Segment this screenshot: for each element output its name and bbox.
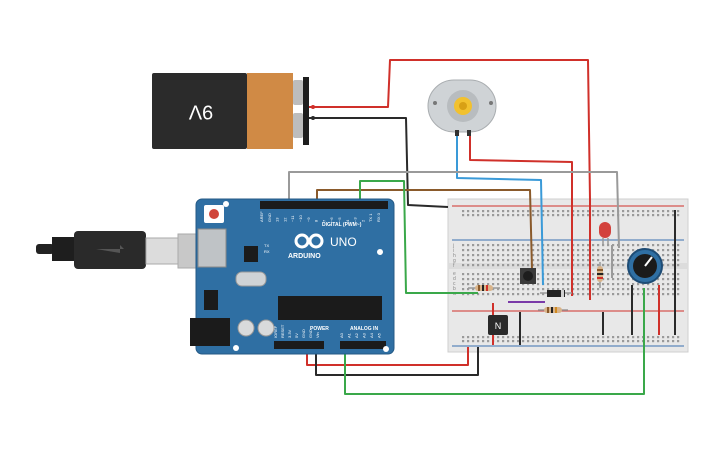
arduino-model: UNO — [330, 235, 357, 249]
digital-header — [260, 201, 388, 209]
reset-button-icon — [209, 209, 219, 219]
wire-pin2-green — [359, 180, 478, 294]
pin-label: ~9 — [306, 217, 311, 222]
rx-label: RX — [264, 249, 270, 254]
battery-9v: 9V — [152, 73, 315, 149]
pin-label: 5V — [294, 333, 299, 338]
pin-label: 7 — [321, 219, 326, 222]
resistor-1 — [468, 285, 500, 291]
row-letter: j — [452, 243, 454, 249]
atmega-chip — [278, 296, 382, 320]
pin-label: 12 — [282, 217, 287, 222]
wire-motor-red — [469, 133, 573, 296]
pin-label: A4 — [369, 332, 374, 338]
arduino-logo-icon — [294, 233, 324, 249]
pin-label: A5 — [377, 332, 382, 338]
pin-label: ~3 — [353, 217, 358, 222]
potentiometer-knob-icon — [644, 256, 653, 267]
arduino-uno: ARDUINO UNO DIGITAL (PWM~) POWER ANALOG … — [190, 198, 395, 355]
row-letter: c — [453, 281, 456, 287]
transistor: N — [488, 315, 508, 335]
tx-label: TX — [264, 243, 269, 248]
pin-label: 2 — [360, 219, 365, 222]
row-letter: i — [453, 248, 454, 254]
pin-label: Vin — [315, 332, 320, 338]
resistor-2 — [538, 307, 568, 313]
pin-label: ~11 — [290, 215, 295, 222]
power-header — [274, 341, 324, 349]
arduino-logo-text: ARDUINO — [288, 253, 321, 260]
usb-cable — [36, 231, 203, 269]
row-letter: g — [453, 258, 456, 264]
row-letter: b — [453, 286, 456, 292]
pin-label: GND — [301, 329, 306, 338]
analog-label: ANALOG IN — [350, 326, 378, 332]
power-label: POWER — [310, 326, 329, 332]
wire-battery-negative — [306, 117, 449, 208]
digital-label: DIGITAL (PWM~) — [322, 222, 362, 228]
pin-label: A0 — [339, 332, 344, 338]
row-letter: f — [453, 263, 455, 269]
pin-label: TX 1 — [368, 213, 373, 222]
pin-label: 4 — [345, 219, 350, 222]
pin-label: A3 — [362, 332, 367, 338]
pin-label: 3.3V — [287, 329, 292, 338]
pin-label: ~5 — [337, 217, 342, 222]
row-letter: e — [453, 271, 456, 277]
led-red — [599, 222, 611, 246]
pin-label: 8 — [314, 219, 319, 222]
pin-label: GND — [267, 213, 272, 222]
usb-symbol-icon — [96, 245, 124, 253]
pin-label: RX 0 — [376, 212, 381, 222]
row-letter: h — [453, 253, 456, 259]
battery-voltage-label: 9V — [188, 101, 213, 123]
diode — [540, 290, 572, 297]
wire-battery-positive — [306, 59, 591, 300]
resistor-3 — [597, 262, 603, 288]
wire-5v-red — [306, 347, 469, 366]
pin-label: ~6 — [329, 217, 334, 222]
pin-label: GND — [308, 329, 313, 338]
pin-label: A2 — [354, 332, 359, 338]
dc-motor — [427, 79, 497, 136]
pin-label: AREF — [259, 211, 264, 222]
pin-label: ~10 — [298, 214, 303, 222]
wire-pin13-gray — [288, 171, 620, 249]
wire-gnd-black — [315, 347, 479, 376]
wire-pin8-brown — [316, 189, 533, 271]
wires — [288, 59, 676, 395]
pin-label: 13 — [275, 217, 280, 222]
push-button — [520, 268, 536, 284]
row-letter: d — [453, 276, 456, 282]
pin-label: IOREF — [273, 325, 278, 338]
wire-motor-blue — [456, 133, 544, 286]
pin-label: RESET — [280, 324, 285, 338]
potentiometer — [627, 248, 663, 284]
pin-label: A1 — [347, 332, 352, 338]
wire-a0-green — [344, 288, 645, 395]
transistor-label: N — [495, 321, 502, 331]
analog-header — [340, 341, 386, 349]
